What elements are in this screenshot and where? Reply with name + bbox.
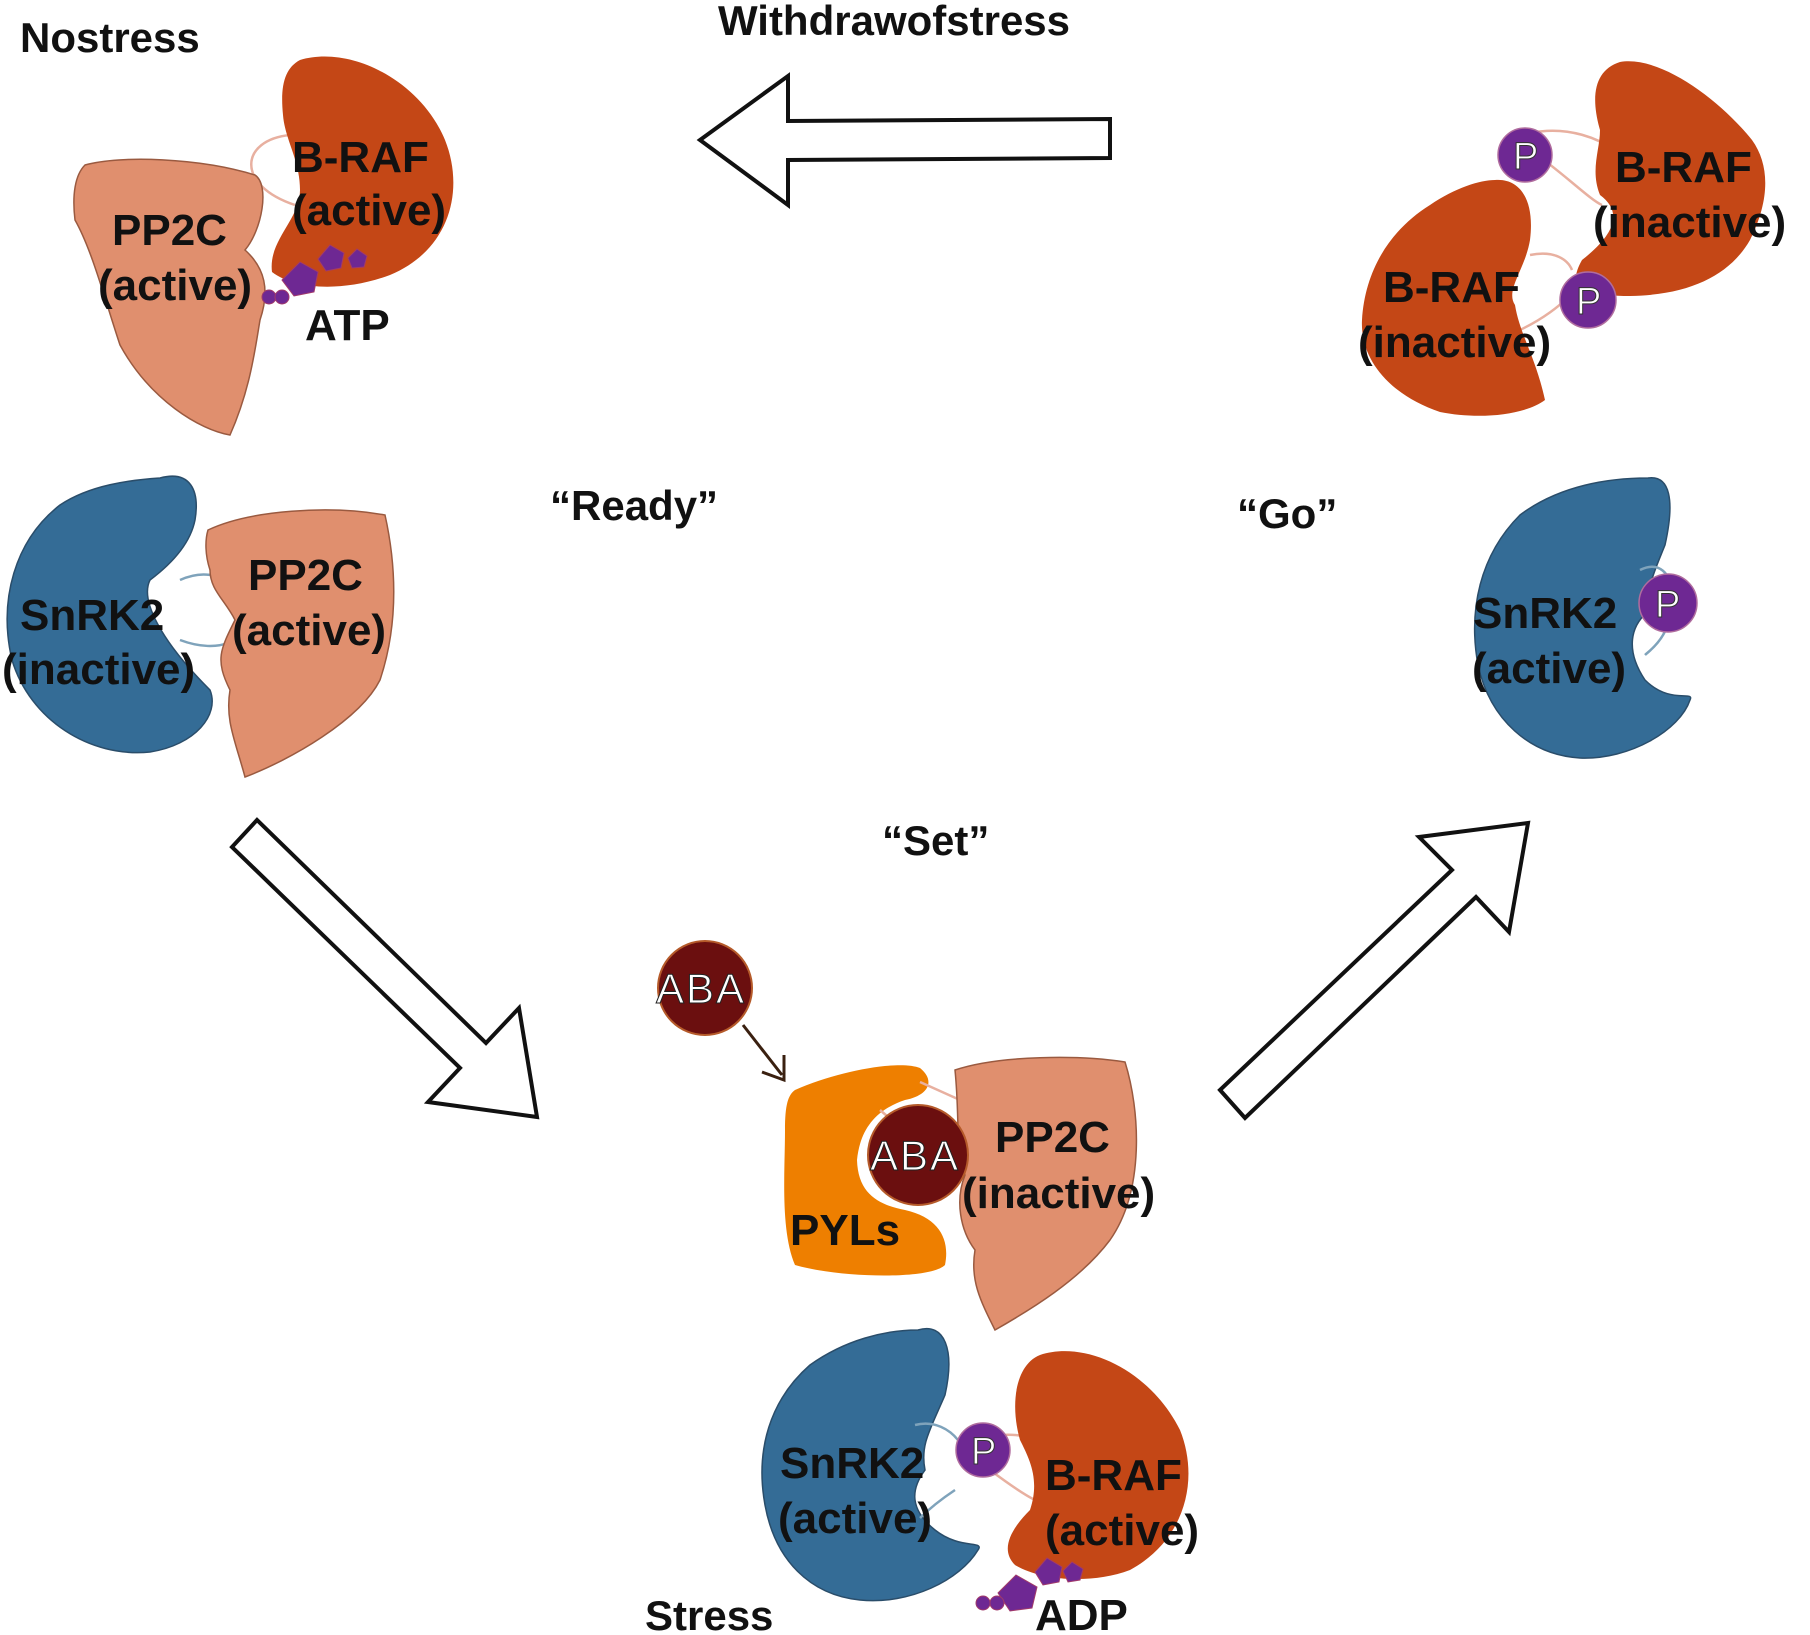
stress-snrk2-braf-complex: P SnRK2 (active) B-RAF (active) ADP xyxy=(761,1327,1199,1635)
go-braf-bottom-state: (inactive) xyxy=(1358,318,1551,367)
ready-braf-name: B-RAF xyxy=(292,133,429,182)
ready-snrk2-pp2c-complex: SnRK2 (inactive) PP2C (active) xyxy=(2,475,395,778)
go-snrk2-state: (active) xyxy=(1472,644,1626,693)
stage-go-label: “Go” xyxy=(1237,490,1337,537)
ready-pp2c2-name: PP2C xyxy=(248,551,363,600)
go-braf-top-name: B-RAF xyxy=(1615,143,1752,192)
ready-snrk2-name: SnRK2 xyxy=(20,591,164,640)
set-pp2c-name: PP2C xyxy=(995,1113,1110,1162)
ready-snrk2-state: (inactive) xyxy=(2,645,195,694)
aba-bound-label: ABA xyxy=(870,1132,960,1179)
ready-pp2c-state: (active) xyxy=(98,261,252,310)
aba-binding-arrow xyxy=(741,1024,784,1076)
aba-bound-icon: ABA xyxy=(867,1104,969,1206)
pp2c-active-shape-2 xyxy=(205,509,395,778)
phosphate-label: P xyxy=(1576,281,1601,323)
aba-free-icon: ABA xyxy=(656,940,753,1036)
stress-braf-state: (active) xyxy=(1045,1506,1199,1555)
braf-bottom-inactive-shape xyxy=(1361,179,1545,416)
ready-braf-state: (active) xyxy=(292,186,446,235)
stress-braf-name: B-RAF xyxy=(1045,1451,1182,1500)
withdraw-arrow-left xyxy=(696,72,1112,209)
ready-pp2c-braf-complex: B-RAF (active) PP2C (active) ATP xyxy=(73,56,454,436)
phosphate-label: P xyxy=(971,1431,996,1473)
go-braf-bottom-name: B-RAF xyxy=(1383,263,1520,312)
stress-snrk2-name: SnRK2 xyxy=(780,1439,924,1488)
phosphate-icon: P xyxy=(1497,127,1553,183)
withdraw-of-stress-label: Withdrawofstress xyxy=(718,0,1070,44)
pyls-shape xyxy=(784,1065,947,1276)
go-braf-top-state: (inactive) xyxy=(1593,198,1786,247)
aba-binding-arrowhead xyxy=(761,1055,786,1083)
pp2c-active-shape xyxy=(73,158,266,436)
snrk2-stress-loop xyxy=(914,1422,959,1519)
adp-molecule-icon xyxy=(975,1557,1084,1612)
phosphate-label: P xyxy=(1513,136,1538,178)
braf-top-inactive-shape xyxy=(1575,61,1766,297)
set-aba-pyls-pp2c-complex: ABA ABA PYLs PP2C (inactive) xyxy=(656,940,1155,1332)
set-pp2c-state: (inactive) xyxy=(962,1169,1155,1218)
pyls-label: PYLs xyxy=(790,1206,900,1255)
go-snrk2-name: SnRK2 xyxy=(1473,589,1617,638)
phosphate-icon: P xyxy=(1559,271,1617,329)
snrk2-inactive-shape xyxy=(6,475,213,754)
atp-label: ATP xyxy=(305,301,390,350)
phosphate-icon: P xyxy=(955,1422,1011,1478)
activation-arrow-up-right xyxy=(1217,820,1531,1121)
ready-pp2c-name: PP2C xyxy=(112,206,227,255)
stress-arrow-down-right xyxy=(229,817,540,1120)
atp-molecule-icon xyxy=(261,244,368,305)
stress-label: Stress xyxy=(645,1592,773,1635)
braf-active-shape xyxy=(271,56,454,287)
phosphate-label: P xyxy=(1655,584,1680,626)
braf-activation-loop xyxy=(250,133,296,207)
stage-set-label: “Set” xyxy=(882,817,989,864)
go-snrk2-active: P SnRK2 (active) xyxy=(1472,477,1698,759)
adp-label: ADP xyxy=(1035,1591,1128,1635)
pp2c-inactive-shape xyxy=(954,1056,1138,1332)
ready-pp2c2-state: (active) xyxy=(232,606,386,655)
stage-ready-label: “Ready” xyxy=(550,482,718,529)
phosphate-icon: P xyxy=(1638,573,1698,633)
braf-active-shape-2 xyxy=(1007,1351,1189,1580)
aba-free-label: ABA xyxy=(656,965,746,1012)
stress-snrk2-state: (active) xyxy=(778,1494,932,1543)
no-stress-label: Nostress xyxy=(20,14,200,61)
go-braf-dimer: P P B-RAF (inactive) B-RAF (inactive) xyxy=(1358,61,1786,416)
